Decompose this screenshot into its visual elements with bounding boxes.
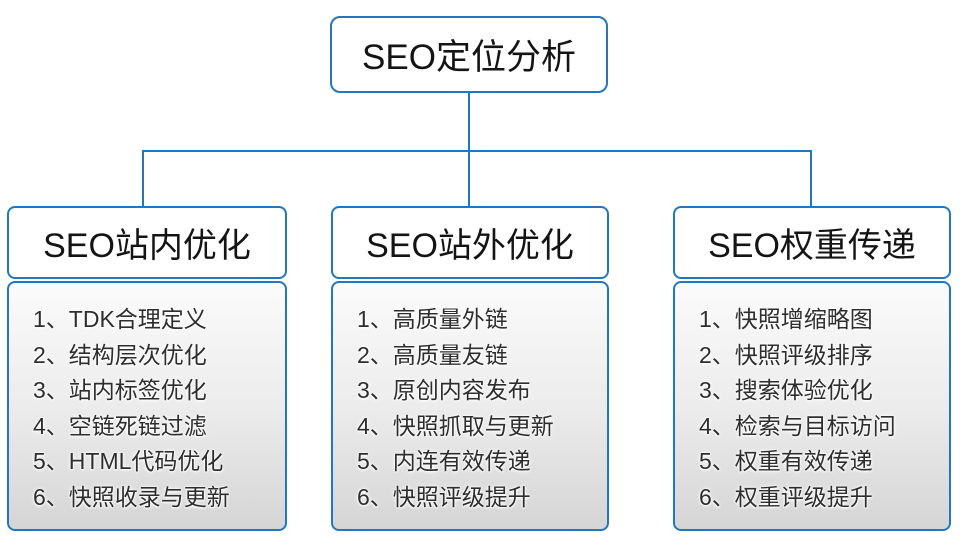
list-item: 3、原创内容发布: [357, 377, 531, 403]
list-item: 2、高质量友链: [357, 341, 508, 368]
branch-list: 1、高质量外链 2、高质量友链 3、原创内容发布 4、快照抓取与更新 5、内连有…: [357, 302, 599, 515]
list-item: 5、权重有效传递: [699, 448, 873, 474]
list-item: 5、内连有效传递: [357, 448, 531, 474]
list-item: 6、权重评级提升: [699, 483, 873, 510]
connector-middle-vertical: [468, 150, 470, 207]
list-item: 5、HTML代码优化: [33, 448, 224, 474]
list-item: 6、快照评级提升: [357, 483, 531, 510]
branch-header-offsite: SEO站外优化: [331, 206, 609, 279]
connector-root-vertical: [468, 93, 470, 152]
list-item: 1、高质量外链: [357, 306, 508, 332]
branch-header-weight: SEO权重传递: [673, 206, 951, 279]
branch-list-weight: 1、快照增缩略图 2、快照评级排序 3、搜索体验优化 4、检索与目标访问 5、权…: [673, 281, 951, 531]
branch-list-offsite: 1、高质量外链 2、高质量友链 3、原创内容发布 4、快照抓取与更新 5、内连有…: [331, 281, 609, 531]
branch-list: 1、快照增缩略图 2、快照评级排序 3、搜索体验优化 4、检索与目标访问 5、权…: [699, 302, 941, 515]
list-item: 3、搜索体验优化: [699, 377, 873, 403]
connector-horizontal: [142, 150, 812, 152]
connector-left-vertical: [142, 150, 144, 207]
branch-list-onsite: 1、TDK合理定义 2、结构层次优化 3、站内标签优化 4、空链死链过滤 5、H…: [7, 281, 287, 531]
branch-title: SEO站外优化: [366, 227, 574, 265]
branch-title: SEO权重传递: [708, 227, 916, 265]
connector-right-vertical: [810, 150, 812, 207]
branch-title: SEO站内优化: [43, 227, 251, 265]
list-item: 6、快照收录与更新: [33, 483, 230, 510]
list-item: 1、快照增缩略图: [699, 306, 873, 332]
list-item: 2、快照评级排序: [699, 341, 873, 368]
branch-header-onsite: SEO站内优化: [7, 206, 287, 279]
list-item: 4、空链死链过滤: [33, 412, 207, 439]
branch-list: 1、TDK合理定义 2、结构层次优化 3、站内标签优化 4、空链死链过滤 5、H…: [33, 302, 277, 515]
list-item: 2、结构层次优化: [33, 341, 207, 368]
list-item: 4、检索与目标访问: [699, 412, 896, 439]
list-item: 3、站内标签优化: [33, 377, 207, 403]
list-item: 1、TDK合理定义: [33, 306, 207, 332]
root-node: SEO定位分析: [330, 16, 608, 93]
list-item: 4、快照抓取与更新: [357, 412, 554, 439]
root-node-title: SEO定位分析: [362, 38, 576, 77]
